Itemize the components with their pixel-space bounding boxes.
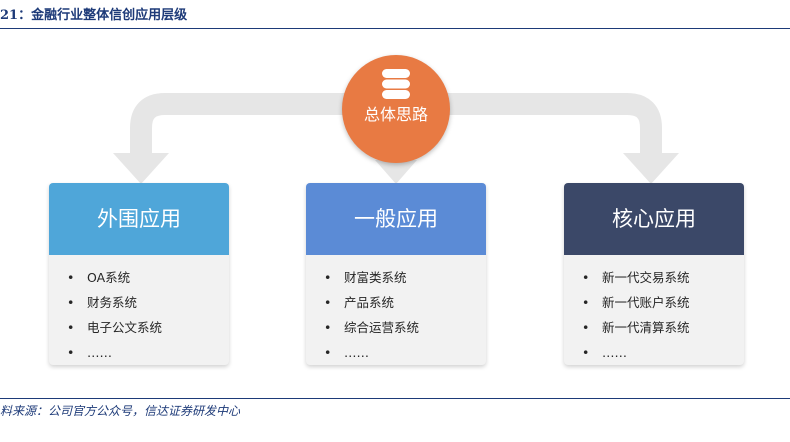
arrow-left-path: [130, 93, 345, 155]
list-item: • 财务系统: [49, 290, 229, 315]
figure-title: 21：金融行业整体信创应用层级: [0, 8, 188, 23]
list-item-text: ……: [602, 345, 627, 360]
arrow-right-path: [447, 93, 662, 155]
bullet-icon: •: [582, 345, 590, 360]
list-item: • 综合运营系统: [306, 315, 486, 340]
bullet-icon: •: [324, 320, 332, 335]
arrow-right-head: [623, 153, 679, 184]
bullet-icon: •: [582, 320, 590, 335]
card-list: • 新一代交易系统 • 新一代账户系统 • 新一代清算系统 • ……: [564, 265, 744, 365]
list-item-text: 财务系统: [87, 295, 138, 310]
bullet-icon: •: [582, 270, 590, 285]
card-header: 一般应用: [306, 183, 486, 255]
list-item-text: 新一代账户系统: [602, 295, 690, 310]
top-divider: [0, 28, 790, 29]
card-title: 外围应用: [97, 207, 181, 231]
list-item: • ……: [564, 340, 744, 365]
bottom-divider: [0, 398, 790, 399]
database-icon: [382, 69, 410, 99]
list-item-text: 财富类系统: [344, 270, 407, 285]
list-item: • 新一代清算系统: [564, 315, 744, 340]
list-item-text: 电子公文系统: [87, 320, 163, 335]
bullet-icon: •: [324, 345, 332, 360]
arrow-left-head: [113, 153, 169, 184]
arrow-center-head: [375, 160, 417, 184]
bullet-icon: •: [67, 295, 75, 310]
bullet-icon: •: [67, 320, 75, 335]
overall-approach-circle: 总体思路: [342, 55, 450, 163]
bullet-icon: •: [67, 270, 75, 285]
list-item: • ……: [49, 340, 229, 365]
bullet-icon: •: [324, 270, 332, 285]
source-note: 料来源：公司官方公众号，信达证券研发中心: [0, 404, 241, 418]
card-list: • 财富类系统 • 产品系统 • 综合运营系统 • ……: [306, 265, 486, 365]
card-title: 核心应用: [612, 207, 696, 231]
card-header: 核心应用: [564, 183, 744, 255]
list-item-text: ……: [87, 345, 112, 360]
list-item-text: 产品系统: [344, 295, 395, 310]
list-item: • ……: [306, 340, 486, 365]
card-title: 一般应用: [354, 207, 438, 231]
list-item-text: 新一代清算系统: [602, 320, 690, 335]
bullet-icon: •: [582, 295, 590, 310]
list-item: • 产品系统: [306, 290, 486, 315]
general-applications-card: 一般应用 • 财富类系统 • 产品系统 • 综合运营系统 • ……: [306, 183, 486, 365]
list-item-text: OA系统: [87, 270, 131, 285]
list-item-text: ……: [344, 345, 369, 360]
list-item: • OA系统: [49, 265, 229, 290]
list-item: • 新一代交易系统: [564, 265, 744, 290]
list-item-text: 新一代交易系统: [602, 270, 690, 285]
card-header: 外围应用: [49, 183, 229, 255]
list-item: • 新一代账户系统: [564, 290, 744, 315]
peripheral-applications-card: 外围应用 • OA系统 • 财务系统 • 电子公文系统 • ……: [49, 183, 229, 365]
core-applications-card: 核心应用 • 新一代交易系统 • 新一代账户系统 • 新一代清算系统 • ……: [564, 183, 744, 365]
hub-label: 总体思路: [363, 105, 428, 124]
list-item: • 电子公文系统: [49, 315, 229, 340]
list-item-text: 综合运营系统: [344, 320, 420, 335]
card-list: • OA系统 • 财务系统 • 电子公文系统 • ……: [49, 265, 229, 365]
list-item: • 财富类系统: [306, 265, 486, 290]
bullet-icon: •: [67, 345, 75, 360]
bullet-icon: •: [324, 295, 332, 310]
